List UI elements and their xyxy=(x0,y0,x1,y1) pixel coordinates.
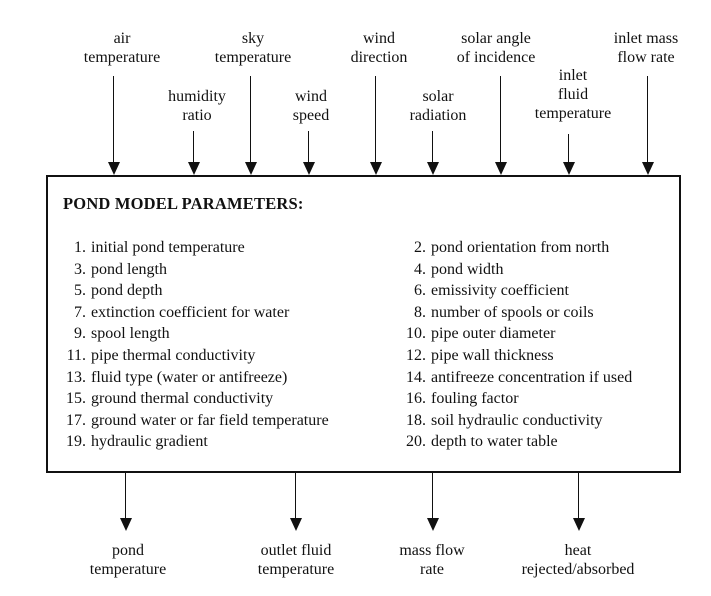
input-label-inlet-fluid-temperature: inlet fluid temperature xyxy=(535,66,611,123)
input-arrow-inlet-fluid-temperature xyxy=(562,134,575,175)
label-line: wind xyxy=(363,30,395,47)
parameter-item: 3.pond length xyxy=(74,260,167,278)
input-arrow-wind-speed xyxy=(302,131,315,175)
input-arrow-air-temperature xyxy=(107,76,120,175)
parameter-item: 5.pond depth xyxy=(74,282,163,300)
parameter-item: 6.emissivity coefficient xyxy=(414,282,569,300)
parameter-item: 15.ground thermal conductivity xyxy=(66,390,274,408)
label-line: of incidence xyxy=(456,49,536,66)
parameter-item: 17.ground water or far field temperature xyxy=(66,411,329,429)
parameter-item: 12.pipe wall thickness xyxy=(406,346,554,364)
label-line: air xyxy=(113,30,131,47)
label-line: temperature xyxy=(257,561,335,578)
label-line: mass flow xyxy=(399,542,465,559)
output-arrow-outlet-fluid-temperature xyxy=(289,471,302,531)
parameter-item: 8.number of spools or coils xyxy=(414,303,594,321)
input-label-air-temperature: air temperature xyxy=(84,29,160,67)
parameters-column-right: 2.pond orientation from north 4.pond wid… xyxy=(394,237,632,453)
parameter-item: 2.pond orientation from north xyxy=(414,239,610,256)
label-line: speed xyxy=(292,107,330,124)
label-line: rejected/absorbed xyxy=(521,561,635,578)
parameter-item: 13.fluid type (water or antifreeze) xyxy=(66,368,288,386)
label-line: rate xyxy=(420,561,444,578)
label-line: heat xyxy=(564,542,592,559)
input-label-solar-angle-of-incidence: solar angle of incidence xyxy=(457,29,536,67)
label-line: temperature xyxy=(83,49,161,66)
label-line: radiation xyxy=(409,107,467,124)
input-label-sky-temperature: sky temperature xyxy=(215,29,291,67)
label-line: sky xyxy=(241,30,265,47)
parameter-item: 20.depth to water table xyxy=(406,433,558,451)
label-line: direction xyxy=(350,49,408,66)
input-arrow-solar-angle-of-incidence xyxy=(494,76,507,175)
input-label-solar-radiation: solar radiation xyxy=(410,87,467,125)
parameter-item: 4.pond width xyxy=(414,260,504,278)
input-label-humidity-ratio: humidity ratio xyxy=(168,87,226,125)
input-arrow-inlet-mass-flow-rate xyxy=(641,76,654,175)
parameters-column-left: 1.initial pond temperature 3.pond length… xyxy=(56,237,329,453)
output-arrow-heat-rejected-absorbed xyxy=(572,471,585,531)
output-arrow-pond-temperature xyxy=(119,471,132,531)
input-arrow-wind-direction xyxy=(369,76,382,175)
input-label-wind-direction: wind direction xyxy=(351,29,408,67)
parameter-item: 10.pipe outer diameter xyxy=(406,325,556,343)
parameter-item: 16.fouling factor xyxy=(406,390,519,408)
box-title: POND MODEL PARAMETERS: xyxy=(63,194,304,213)
label-line: outlet fluid xyxy=(260,542,332,559)
label-line: fluid xyxy=(557,86,589,103)
pond-model-parameters-box xyxy=(46,175,681,473)
input-label-inlet-mass-flow-rate: inlet mass flow rate xyxy=(614,29,678,67)
label-line: inlet xyxy=(558,67,588,84)
label-line: temperature xyxy=(534,105,612,122)
label-line: wind xyxy=(295,88,327,105)
parameter-item: 11.pipe thermal conductivity xyxy=(66,346,256,364)
output-arrow-mass-flow-rate xyxy=(426,471,439,531)
output-label-outlet-fluid-temperature: outlet fluid temperature xyxy=(258,541,334,579)
label-line: flow rate xyxy=(617,49,675,66)
output-label-pond-temperature: pond temperature xyxy=(90,541,166,579)
output-label-heat-rejected-absorbed: heat rejected/absorbed xyxy=(522,541,635,579)
input-label-wind-speed: wind speed xyxy=(293,87,329,125)
label-line: temperature xyxy=(214,49,292,66)
label-line: solar xyxy=(422,88,454,105)
label-line: pond xyxy=(112,542,144,559)
label-line: solar angle xyxy=(461,30,531,47)
parameter-item: 9.spool length xyxy=(74,325,170,343)
parameter-item: 19.hydraulic gradient xyxy=(66,433,208,451)
parameter-item: 18.soil hydraulic conductivity xyxy=(406,411,603,429)
label-line: inlet mass xyxy=(613,30,679,47)
input-arrow-sky-temperature xyxy=(244,76,257,175)
label-line: temperature xyxy=(89,561,167,578)
parameter-item: 1.initial pond temperature xyxy=(74,239,245,256)
input-arrow-humidity-ratio xyxy=(187,131,200,175)
output-label-mass-flow-rate: mass flow rate xyxy=(399,541,464,579)
parameter-item: 14.antifreeze concentration if used xyxy=(406,368,633,386)
input-arrow-solar-radiation xyxy=(426,131,439,175)
label-line: humidity xyxy=(168,88,226,105)
parameter-item: 7.extinction coefficient for water xyxy=(74,303,290,321)
label-line: ratio xyxy=(182,107,212,124)
